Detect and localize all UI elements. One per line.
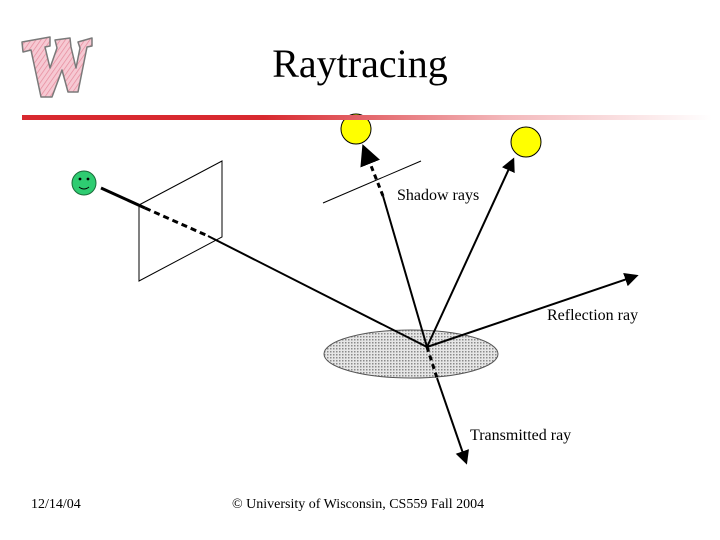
reflection-ray xyxy=(426,272,639,348)
light-source-icon xyxy=(510,126,542,158)
transmitted-ray-label: Transmitted ray xyxy=(470,427,572,444)
image-plane xyxy=(138,160,223,282)
transmitted-ray xyxy=(436,377,469,465)
shadow-ray-left-dashed xyxy=(360,144,385,197)
occluder-line xyxy=(322,160,422,204)
eye-ray-dashed xyxy=(144,206,209,238)
slide-title: Raytracing xyxy=(272,41,448,86)
primary-ray xyxy=(207,235,428,348)
reflection-ray-label: Reflection ray xyxy=(547,307,639,324)
transmitted-ray-dashed xyxy=(425,346,439,379)
surface-ellipse xyxy=(323,329,499,379)
shadow-ray-right xyxy=(426,157,515,348)
university-logo xyxy=(21,36,93,98)
shadow-ray-left xyxy=(382,195,428,348)
footer-copyright: © University of Wisconsin, CS559 Fall 20… xyxy=(232,497,485,512)
footer-date: 12/14/04 xyxy=(31,497,81,512)
shadow-rays-label: Shadow rays xyxy=(397,187,480,204)
light-source-icon xyxy=(340,113,372,145)
eye-ray xyxy=(100,186,146,210)
eye-face-icon xyxy=(71,170,97,196)
title-rule xyxy=(22,115,712,120)
